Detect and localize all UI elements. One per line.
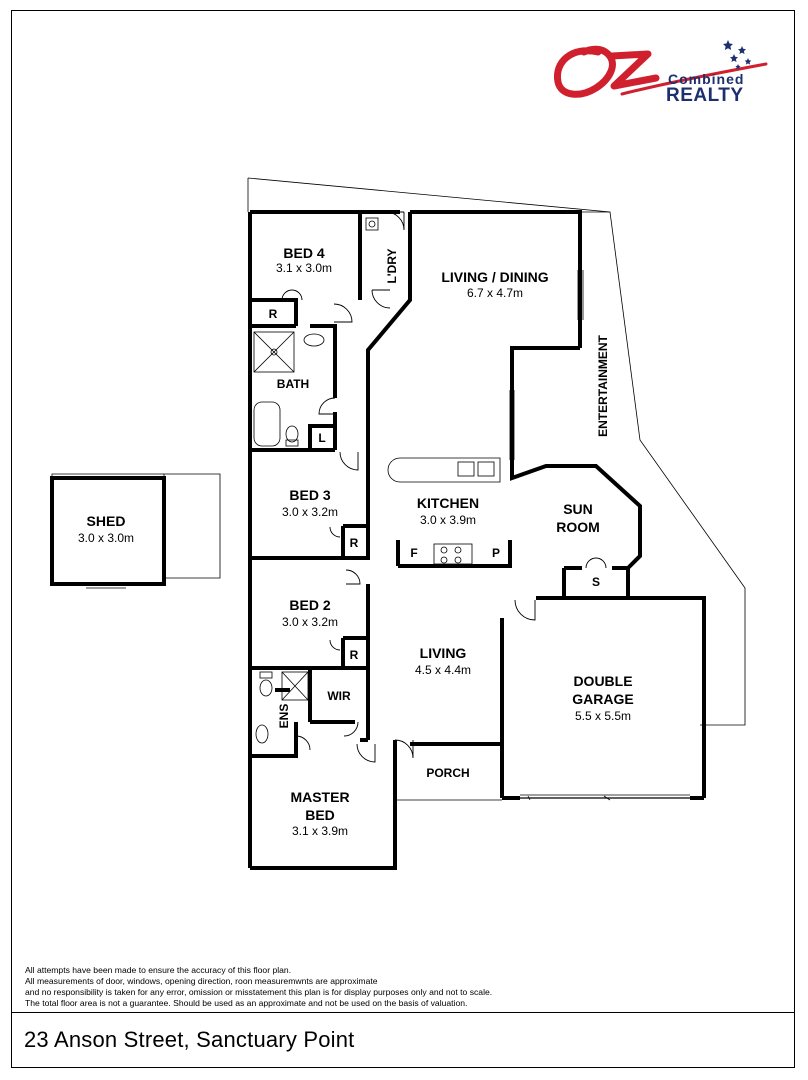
agency-logo: Combined REALTY [552, 38, 774, 108]
room-name-bath: BATH [277, 377, 309, 391]
door-swings [281, 211, 607, 763]
room-size-kitchen: 3.0 x 3.9m [420, 513, 476, 527]
room-name-bed4: BED 4 [283, 245, 324, 261]
windows [509, 270, 611, 801]
site-boundary [247, 177, 746, 726]
room-labels: BED 4 3.1 x 3.0m L'DRY LIVING / DINING 6… [78, 245, 634, 838]
room-name-master-line2: BED [305, 807, 335, 823]
room-size-living-dining: 6.7 x 4.7m [467, 286, 523, 300]
room-name-garage-line1: DOUBLE [573, 673, 632, 689]
page-frame [11, 10, 795, 1068]
room-size-shed: 3.0 x 3.0m [78, 531, 134, 545]
disclaimer-line: The total floor area is not a guarantee.… [25, 998, 468, 1008]
room-name-robe-bed2: R [350, 648, 359, 662]
room-size-bed3: 3.0 x 3.2m [282, 505, 338, 519]
room-size-living: 4.5 x 4.4m [415, 663, 471, 677]
room-name-fridge: F [410, 546, 417, 560]
disclaimer: All attempts have been made to ensure th… [25, 965, 585, 1009]
room-name-living-dining: LIVING / DINING [441, 269, 548, 285]
room-name-wir: WIR [327, 689, 351, 703]
room-name-kitchen: KITCHEN [417, 495, 479, 511]
room-name-shed: SHED [87, 513, 126, 529]
disclaimer-line: All attempts have been made to ensure th… [25, 965, 292, 975]
room-size-bed4: 3.1 x 3.0m [276, 261, 332, 275]
room-name-bed3: BED 3 [289, 487, 330, 503]
room-name-master-line1: MASTER [290, 789, 349, 805]
room-name-robe-bed4: R [269, 307, 278, 321]
room-name-storage: S [592, 575, 600, 589]
room-name-entertainment: ENTERTAINMENT [596, 334, 610, 436]
footer-divider [11, 1012, 795, 1013]
room-name-garage-line2: GARAGE [572, 691, 633, 707]
room-name-ensuite: ENS [277, 704, 291, 729]
room-size-bed2: 3.0 x 3.2m [282, 615, 338, 629]
logo-text-realty: REALTY [666, 85, 744, 106]
room-name-living: LIVING [420, 645, 467, 661]
room-name-linen: L [318, 431, 325, 445]
property-address: 23 Anson Street, Sanctuary Point [24, 1027, 355, 1052]
room-name-sun-room-line2: ROOM [556, 519, 600, 535]
fixtures [253, 217, 501, 744]
disclaimer-line: and no responsibility is taken for any e… [25, 987, 493, 997]
logo-text-combined: Combined [668, 71, 745, 87]
room-size-master: 3.1 x 3.9m [292, 824, 348, 838]
floor-plan: BED 4 3.1 x 3.0m L'DRY LIVING / DINING 6… [50, 177, 746, 870]
oz-logo-mark [553, 40, 768, 98]
disclaimer-line: All measurements of door, windows, openi… [25, 976, 378, 986]
room-name-laundry: L'DRY [385, 248, 399, 283]
room-size-garage: 5.5 x 5.5m [575, 709, 631, 723]
room-name-robe-bed3: R [350, 536, 359, 550]
room-name-porch: PORCH [426, 766, 469, 780]
room-name-bed2: BED 2 [289, 597, 330, 613]
room-name-sun-room-line1: SUN [563, 501, 593, 517]
southern-cross-stars-icon [723, 40, 752, 70]
room-name-pantry: P [492, 546, 500, 560]
house-walls [248, 210, 706, 870]
shed-walls [50, 473, 221, 589]
